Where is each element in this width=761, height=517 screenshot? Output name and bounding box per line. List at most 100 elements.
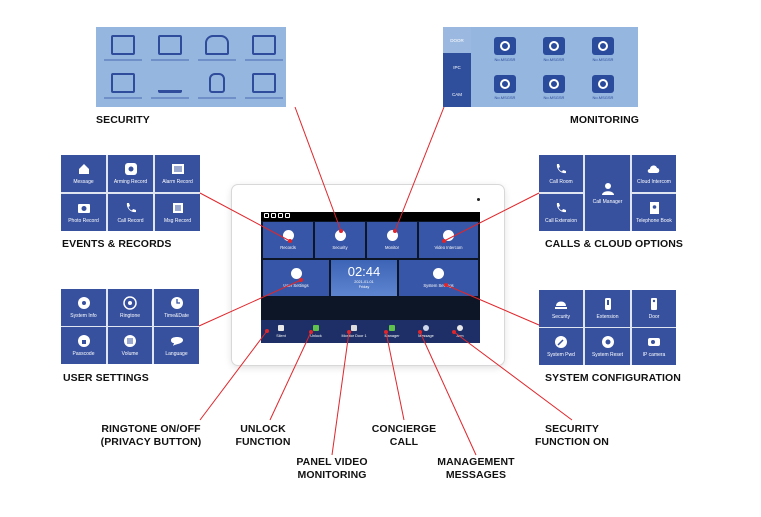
callout-management: MANAGEMENT MESSAGES <box>437 456 515 481</box>
records-icon <box>282 230 294 241</box>
ip-camera-item[interactable]: IP camera <box>632 328 676 365</box>
monitor-camera-item[interactable]: No.MSGSR <box>483 31 527 67</box>
sleep-icon <box>158 73 182 93</box>
callout-system-configuration: SYSTEM CONFIGURATION <box>545 372 681 384</box>
security-scene-item <box>242 69 286 103</box>
tab-ipc[interactable]: IPC <box>443 54 471 80</box>
bottom-quick-bar: Silent Unlock Monitor Door 1 Manager Mes… <box>261 320 480 343</box>
alarm-record-item[interactable]: Alarm Record <box>155 155 200 192</box>
time-date-item[interactable]: Time&Date <box>154 289 199 326</box>
language-item[interactable]: Language <box>154 327 199 364</box>
system-settings-tile[interactable]: System Settings <box>399 260 478 296</box>
call-room-item[interactable]: Call Room <box>539 155 583 192</box>
shield-icon <box>334 230 346 241</box>
security-scene-item <box>148 69 192 103</box>
tab-cam[interactable]: CAM <box>443 81 471 107</box>
silent-button[interactable]: Silent <box>264 320 298 343</box>
security-panel-thumbnail <box>96 27 286 107</box>
monitor-camera-item[interactable]: No.MSGSR <box>483 69 527 105</box>
security-scene-item <box>195 69 239 103</box>
monitor-camera-item[interactable]: No.MSGSR <box>532 69 576 105</box>
tv-icon <box>252 35 276 55</box>
gear-icon <box>601 335 615 349</box>
window-icon <box>158 35 182 55</box>
front-camera-dot <box>477 198 480 201</box>
msg-record-item[interactable]: Msg Record <box>155 194 200 231</box>
list-icon <box>171 162 185 176</box>
system-info-item[interactable]: System Info <box>61 289 106 326</box>
camera-icon <box>494 74 516 93</box>
ringtone-item[interactable]: Ringtone <box>108 289 152 326</box>
shield-icon <box>124 162 138 176</box>
camera-icon <box>543 36 565 55</box>
siren-icon <box>554 297 568 311</box>
security-scene-item <box>148 31 192 65</box>
system-pwd-item[interactable]: System Pwd <box>539 328 583 365</box>
call-record-item[interactable]: Call Record <box>108 194 153 231</box>
call-extension-item[interactable]: Call Extension <box>539 194 583 231</box>
lock-icon <box>77 334 91 348</box>
monitor-camera-item[interactable]: No.MSGSR <box>581 69 625 105</box>
touch-screen: Records Security Monitor Video Intercom … <box>261 212 480 343</box>
callout-monitoring: MONITORING <box>570 114 640 126</box>
monitoring-tab-list: DOOR IPC CAM <box>443 27 471 107</box>
callout-security-on: SECURITY FUNCTION ON <box>534 423 609 448</box>
system-configuration-panel-thumbnail: Security Extension Door System Pwd Syste… <box>539 290 676 365</box>
bell-icon <box>278 325 284 331</box>
monitor-door-button[interactable]: Monitor Door 1 <box>333 320 375 343</box>
clock-widget: 02:44 2021-01-01 Friday <box>331 260 397 296</box>
records-tile[interactable]: Records <box>263 222 313 258</box>
callout-security: SECURITY <box>96 114 150 126</box>
calls-cloud-panel-thumbnail: Call Room Call Manager Cloud Intercom Ca… <box>539 155 676 231</box>
callout-concierge: CONCIERGE CALL <box>371 423 437 448</box>
security-tile[interactable]: Security <box>315 222 365 258</box>
camera-icon <box>592 74 614 93</box>
music-icon <box>123 296 137 310</box>
video-intercom-tile[interactable]: Video Intercom <box>419 222 478 258</box>
door-icon <box>351 325 357 331</box>
monitoring-panel-thumbnail: DOOR IPC CAM No.MSGSR No.MSGSR No.MSGSR … <box>443 27 638 107</box>
telephone-book-item[interactable]: Telephone Book <box>632 194 676 231</box>
security-scene-item <box>101 69 145 103</box>
cloud-icon <box>647 162 661 176</box>
door-station-icon <box>647 297 661 311</box>
intercom-icon <box>443 230 454 241</box>
manager-icon <box>389 325 395 331</box>
monitor-camera-item[interactable]: No.MSGSR <box>581 31 625 67</box>
arm-icon <box>457 325 463 331</box>
security-scene-item <box>101 31 145 65</box>
user-settings-tile[interactable]: User Settings <box>263 260 329 296</box>
message-button[interactable]: Message <box>409 320 443 343</box>
volume-item[interactable]: Volume <box>108 327 152 364</box>
phone-icon <box>124 201 138 215</box>
passcode-item[interactable]: Passcode <box>61 327 106 364</box>
bed-icon <box>205 35 229 55</box>
system-reset-item[interactable]: System Reset <box>585 328 630 365</box>
unlock-button[interactable]: Unlock <box>299 320 333 343</box>
manager-button[interactable]: Manager <box>375 320 409 343</box>
cloud-intercom-item[interactable]: Cloud Intercom <box>632 155 676 192</box>
home-icon <box>77 162 91 176</box>
call-manager-item[interactable]: Call Manager <box>585 155 630 231</box>
key-icon <box>554 335 568 349</box>
extension-item[interactable]: Extension <box>585 290 630 327</box>
user-settings-icon <box>290 268 302 279</box>
status-bar <box>261 212 480 221</box>
message-icon <box>423 325 429 331</box>
clock-date: 2021-01-01 <box>354 280 374 284</box>
monitor-camera-item[interactable]: No.MSGSR <box>532 31 576 67</box>
arming-record-item[interactable]: Arming Record <box>108 155 153 192</box>
message-item[interactable]: Message <box>61 155 106 192</box>
monitor-tile[interactable]: Monitor <box>367 222 417 258</box>
lock-icon <box>313 325 319 331</box>
door-item[interactable]: Door <box>632 290 676 327</box>
callout-calls-cloud: CALLS & CLOUD OPTIONS <box>545 238 684 250</box>
arm-button[interactable]: Arm <box>443 320 477 343</box>
tab-door[interactable]: DOOR <box>443 27 471 53</box>
person-icon <box>601 182 615 196</box>
phone-icon <box>554 201 568 215</box>
photo-record-item[interactable]: Photo Record <box>61 194 106 231</box>
camera-icon <box>77 201 91 215</box>
security-scene-item <box>195 31 239 65</box>
security-item[interactable]: Security <box>539 290 583 327</box>
